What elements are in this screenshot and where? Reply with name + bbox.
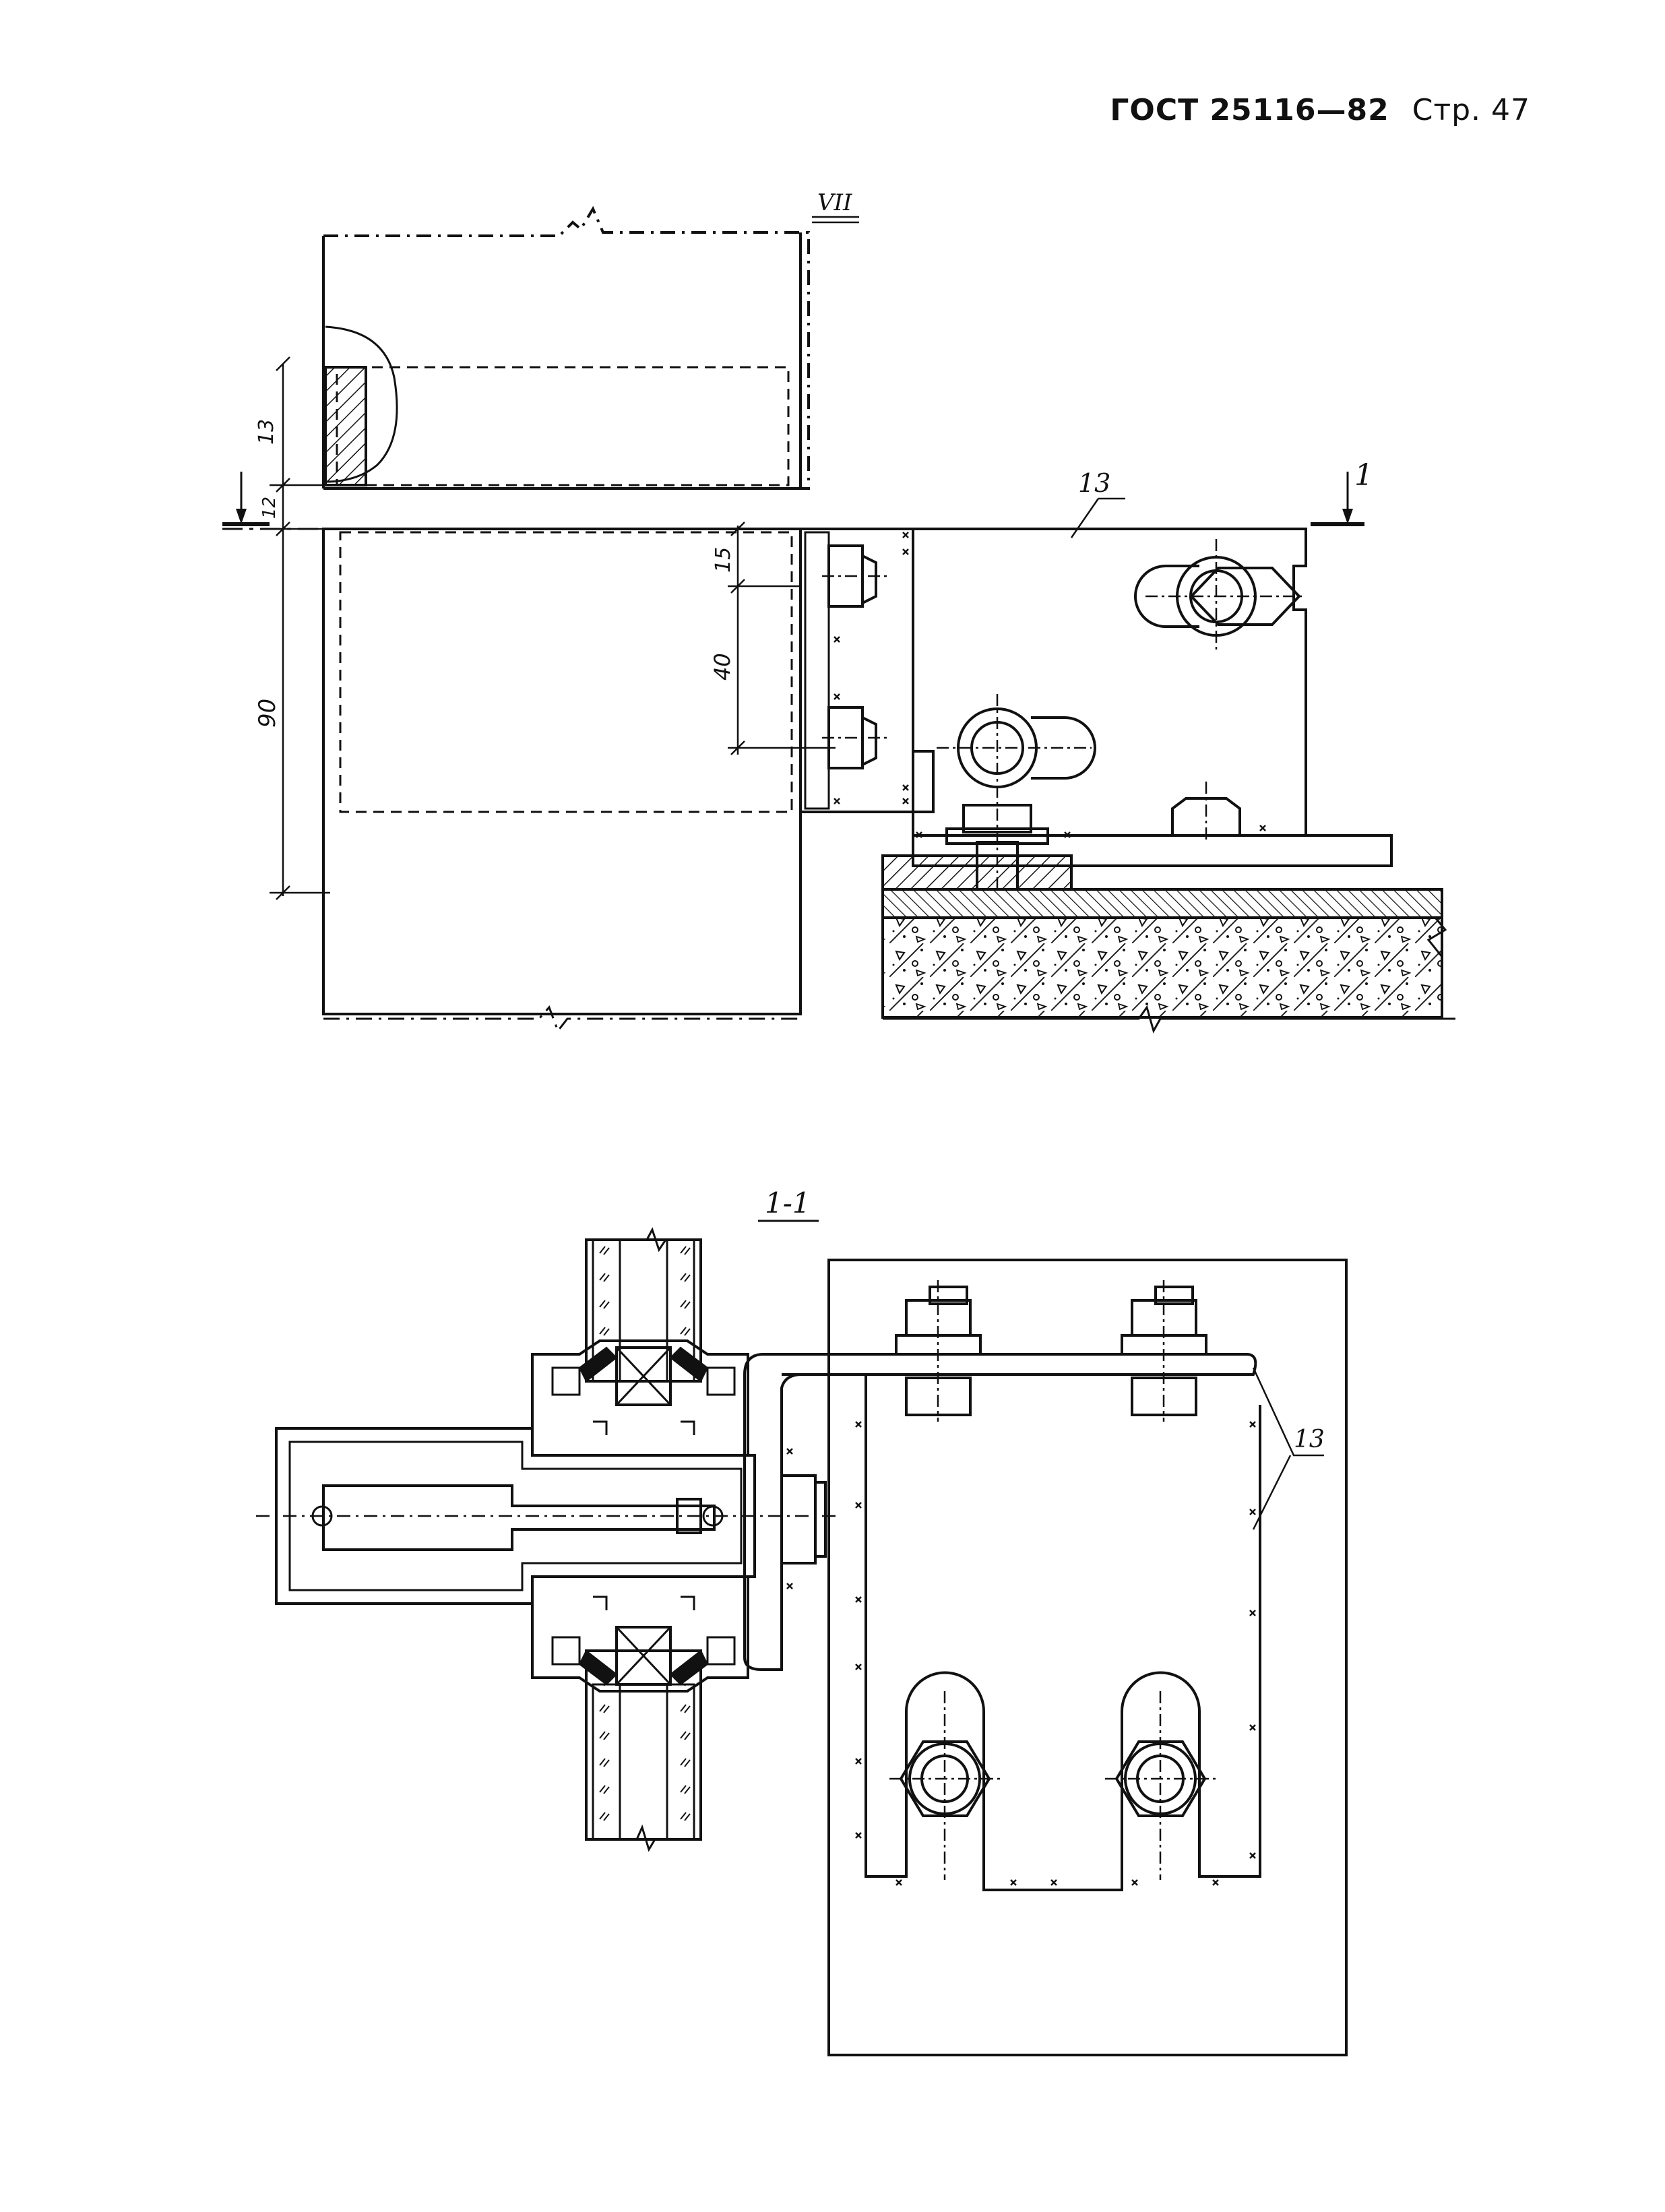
dimension-lines bbox=[270, 356, 836, 900]
dim-40: 40 bbox=[710, 653, 735, 681]
glazing-upper bbox=[531, 1227, 749, 1457]
standard-number: ГОСТ 25116—82 bbox=[1110, 93, 1389, 127]
page-header: ГОСТ 25116—82 Стр. 47 bbox=[1110, 93, 1530, 127]
slotted-bolts-bottom bbox=[889, 1671, 1220, 1880]
weld-marks-top bbox=[834, 532, 1266, 838]
dim-13: 13 bbox=[255, 419, 278, 445]
glazing-lower bbox=[531, 1575, 749, 1852]
side-bolt bbox=[780, 1474, 827, 1565]
weld-marks-bottom bbox=[786, 1421, 1256, 1886]
dim-15: 15 bbox=[712, 547, 735, 573]
page-number: Стр. 47 bbox=[1412, 93, 1530, 127]
nuts-top-row bbox=[895, 1280, 1207, 1422]
dim-12: 12 bbox=[259, 497, 280, 519]
part-13-label-bottom: 13 bbox=[1294, 1426, 1325, 1453]
section-title: 1-1 bbox=[765, 1187, 811, 1220]
part-13-label-top: 13 bbox=[1078, 468, 1110, 498]
slotted-bolt-middle bbox=[937, 694, 1096, 889]
mullion-core bbox=[256, 1427, 836, 1605]
view-mark: VII bbox=[817, 189, 852, 216]
section-1-1-view bbox=[256, 1220, 1348, 2056]
section-arrow-left bbox=[222, 472, 270, 526]
dim-90: 90 bbox=[254, 699, 281, 728]
bolt-group-left bbox=[822, 544, 889, 769]
anchor-bolt-right bbox=[1171, 782, 1241, 842]
section-arrow-right bbox=[1311, 472, 1364, 526]
top-elevation-view bbox=[222, 206, 1455, 1034]
slotted-bolt-upper bbox=[1134, 539, 1304, 654]
section-mark-label: 1 bbox=[1354, 458, 1373, 493]
